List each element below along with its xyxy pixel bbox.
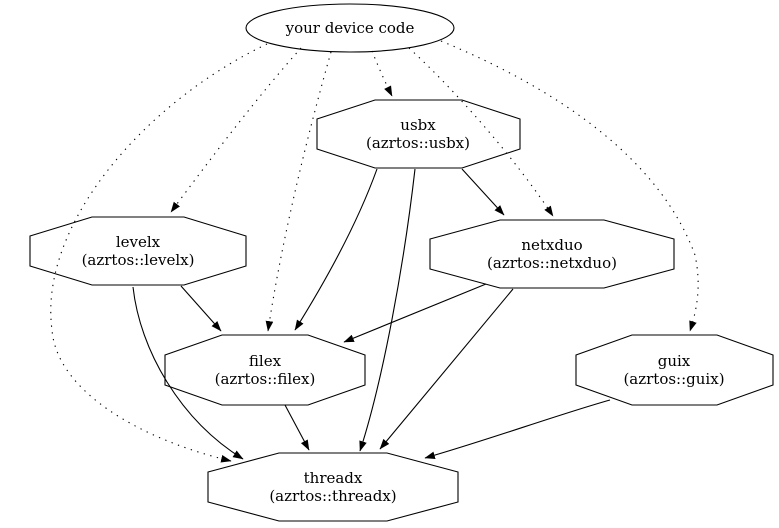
usbx-label-line2: (azrtos::usbx) <box>366 134 470 152</box>
edge-levelx-threadx <box>132 286 244 460</box>
device-code-ellipse <box>245 3 455 53</box>
filex-octagon <box>164 334 366 406</box>
levelx-label-line2: (azrtos::levelx) <box>82 251 195 269</box>
edge-filex-threadx <box>284 404 310 451</box>
edge-device-usbx <box>371 50 393 97</box>
guix-label-line1: guix <box>658 352 691 370</box>
node-threadx: threadx (azrtos::threadx) <box>207 452 459 522</box>
node-netxduo: netxduo (azrtos::netxduo) <box>429 219 675 289</box>
levelx-label-line1: levelx <box>116 233 161 251</box>
usbx-octagon <box>316 99 521 169</box>
edge-usbx-threadx <box>359 168 416 452</box>
usbx-label-line1: usbx <box>400 116 436 134</box>
node-usbx: usbx (azrtos::usbx) <box>316 99 521 169</box>
threadx-label-line1: threadx <box>304 469 363 487</box>
node-device-code: your device code <box>245 3 455 53</box>
filex-label-line1: filex <box>249 352 282 370</box>
threadx-octagon <box>207 452 459 522</box>
netxduo-label-line2: (azrtos::netxduo) <box>487 254 617 272</box>
edge-guix-threadx <box>424 399 611 459</box>
node-filex: filex (azrtos::filex) <box>164 334 366 406</box>
threadx-label-line2: (azrtos::threadx) <box>269 487 396 505</box>
edge-device-levelx <box>170 47 302 213</box>
edge-usbx-netxduo <box>461 168 505 216</box>
edge-levelx-filex <box>180 285 222 332</box>
netxduo-label-line1: netxduo <box>521 236 582 254</box>
node-guix: guix (azrtos::guix) <box>575 334 774 406</box>
guix-label-line2: (azrtos::guix) <box>623 370 724 388</box>
edge-device-filex <box>265 51 332 332</box>
edge-netxduo-threadx <box>379 288 514 450</box>
edge-netxduo-filex <box>343 283 487 343</box>
filex-label-line2: (azrtos::filex) <box>215 370 316 388</box>
device-code-label: your device code <box>285 19 415 37</box>
levelx-octagon <box>29 216 247 286</box>
edge-usbx-filex <box>294 168 378 331</box>
netxduo-octagon <box>429 219 675 289</box>
guix-octagon <box>575 334 774 406</box>
node-levelx: levelx (azrtos::levelx) <box>29 216 247 286</box>
